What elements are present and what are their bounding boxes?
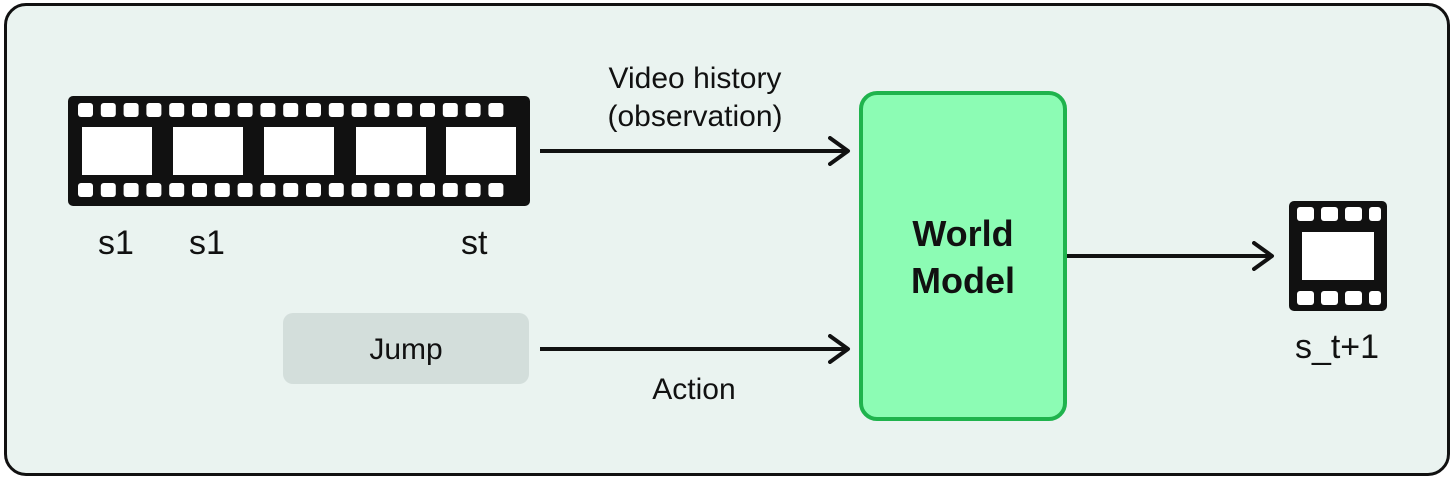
sprocket-hole (397, 103, 413, 117)
sprocket-hole (123, 103, 139, 117)
sprocket-hole (169, 103, 185, 117)
sprocket-hole (283, 183, 299, 197)
sprocket-hole (100, 183, 116, 197)
sprocket-hole (306, 183, 321, 197)
film-strip-icon (68, 96, 530, 206)
film-frame-1 (82, 127, 152, 175)
video-history-label: Video history (609, 62, 782, 95)
sprocket-hole (488, 103, 504, 117)
film-frame-5 (446, 127, 516, 175)
diagram-frame (4, 3, 1450, 476)
sprocket-hole (237, 183, 253, 197)
sprocket-hole (214, 183, 230, 197)
sprocket-hole (146, 183, 162, 197)
sprocket-hole (306, 103, 321, 117)
jump-action-label: Jump (369, 333, 442, 366)
output-frame-label: s_t+1 (1295, 328, 1379, 366)
world-model-box (859, 91, 1067, 421)
sprocket-hole (351, 183, 367, 197)
frame-label-1: s1 (98, 224, 134, 262)
sprocket-hole (214, 103, 230, 117)
sprocket-hole (442, 103, 458, 117)
jump-action-button[interactable] (283, 313, 529, 384)
sprocket-hole (328, 103, 344, 117)
sprocket-hole (123, 183, 139, 197)
sprocket-hole (169, 183, 185, 197)
sprocket-hole (237, 103, 253, 117)
action-label: Action (652, 373, 735, 406)
sprocket-hole (488, 183, 504, 197)
sprocket-hole (420, 103, 435, 117)
sprocket-hole (78, 103, 93, 117)
film-frame-4 (356, 127, 426, 175)
sprocket-hole (351, 103, 367, 117)
sprocket-hole (420, 183, 435, 197)
film-frame-2 (173, 127, 243, 175)
world-model-title-line2: Model (911, 260, 1015, 301)
frame-label-2: s1 (189, 224, 225, 262)
film-frame-3 (264, 127, 334, 175)
sprocket-hole (146, 103, 162, 117)
sprocket-hole (192, 183, 207, 197)
sprocket-hole (328, 183, 344, 197)
sprocket-hole (260, 103, 276, 117)
sprocket-hole (283, 103, 299, 117)
world-model-title-line1: World (912, 213, 1013, 254)
sprocket-hole (374, 183, 390, 197)
sprocket-hole (397, 183, 413, 197)
sprocket-hole (374, 103, 390, 117)
sprocket-hole (442, 183, 458, 197)
sprocket-hole (100, 103, 116, 117)
sprocket-hole (465, 183, 481, 197)
film-frame-icon (1289, 201, 1387, 311)
sprocket-hole (192, 103, 207, 117)
sprocket-hole (260, 183, 276, 197)
sprocket-hole (78, 183, 93, 197)
sprocket-hole (465, 103, 481, 117)
frame-label-3: st (461, 224, 488, 262)
observation-label: (observation) (607, 100, 782, 133)
